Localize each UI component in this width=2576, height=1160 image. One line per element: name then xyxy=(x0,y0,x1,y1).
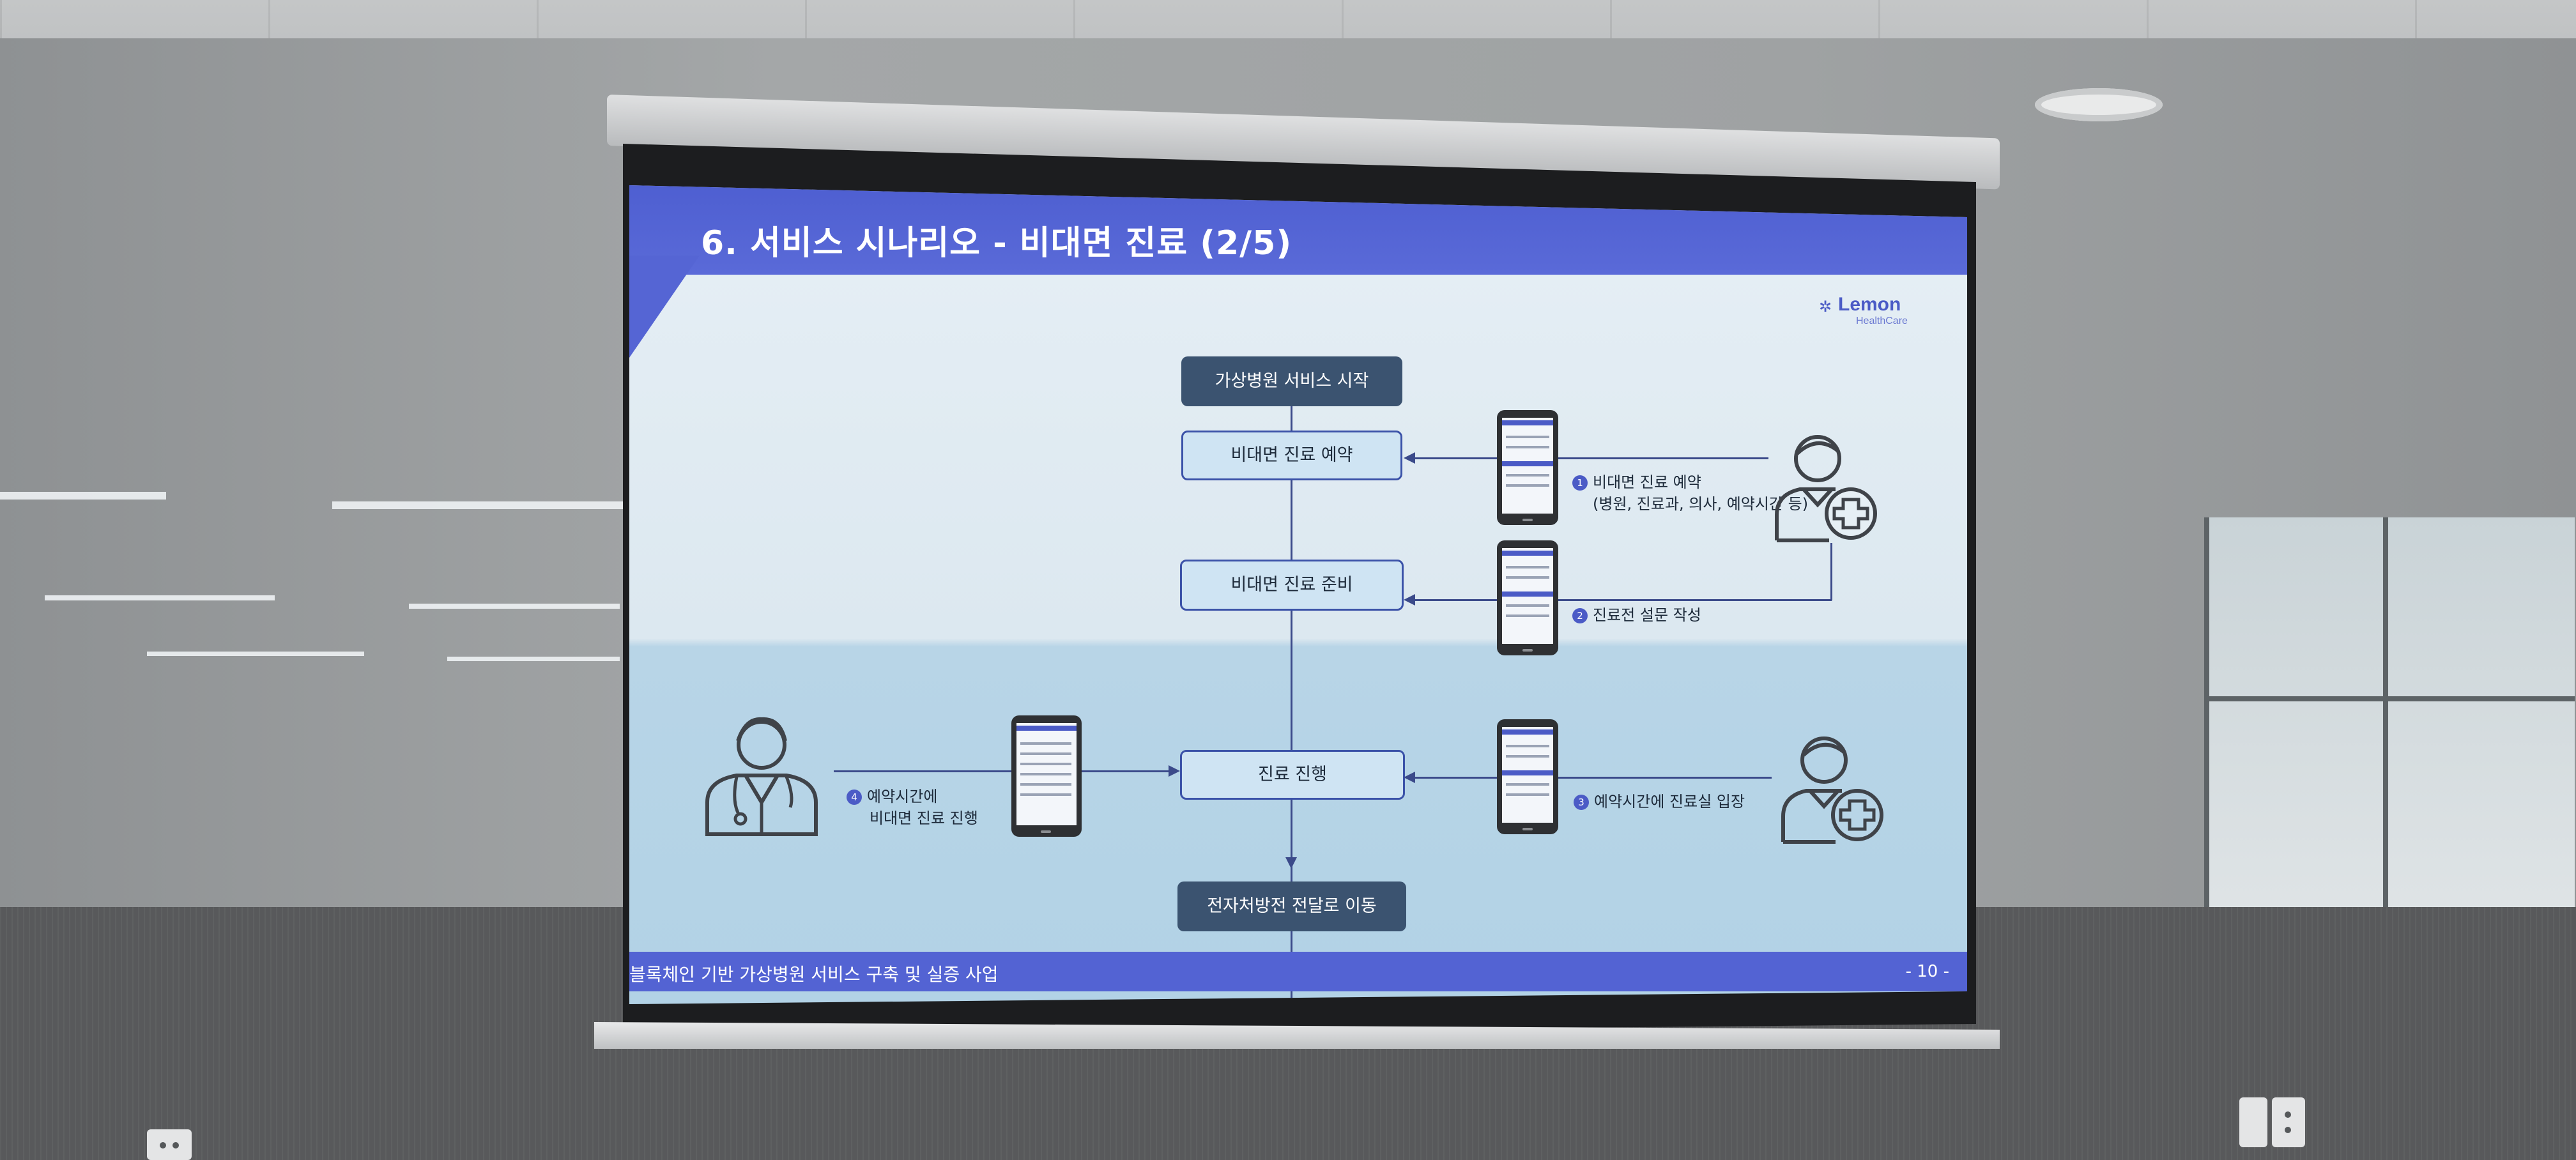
ceiling-light-reflection xyxy=(332,501,626,509)
slide-footer: 블록체인 기반 가상병원 서비스 구축 및 실증 사업 - 10 - xyxy=(629,952,1967,991)
flow-node-prepare: 비대면 진료 준비 xyxy=(1180,560,1404,611)
logo-name: Lemon xyxy=(1838,294,1901,315)
arrow-prepare-head xyxy=(1404,594,1415,606)
smartphone-icon xyxy=(1497,410,1558,525)
slide-title: 6. 서비스 시나리오 - 비대면 진료 (2/5) xyxy=(701,224,1292,263)
flow-arrowhead xyxy=(1285,857,1297,869)
arrow-prepare-vertical xyxy=(1830,543,1832,600)
arrow-doctor-head xyxy=(1169,765,1180,777)
arrow-reserve xyxy=(1414,457,1768,459)
patient-icon xyxy=(1775,435,1877,542)
patient-icon xyxy=(1781,736,1883,844)
presentation-slide: 6. 서비스 시나리오 - 비대면 진료 (2/5) ✲ Lemon Healt… xyxy=(629,185,1967,1004)
ceiling-light-reflection xyxy=(409,604,620,609)
arrow-room-entry-head xyxy=(1404,772,1415,783)
flow-node-end: 전자처방전 전달로 이동 xyxy=(1177,881,1406,931)
flow-node-reserve: 비대면 진료 예약 xyxy=(1181,431,1402,480)
arrow-prepare xyxy=(1414,599,1832,601)
arrow-reserve-head xyxy=(1404,452,1415,464)
window xyxy=(2204,517,2575,920)
smartphone-icon xyxy=(1497,540,1558,655)
slide-header-wedge xyxy=(629,256,700,358)
flow-node-start: 가상병원 서비스 시작 xyxy=(1181,356,1402,406)
wall-outlet xyxy=(2272,1097,2305,1147)
doctor-icon xyxy=(705,717,818,836)
ceiling-light-reflection xyxy=(45,595,275,600)
wall-outlet xyxy=(147,1129,192,1160)
page-number: - 10 - xyxy=(1905,962,1949,981)
arrow-doctor xyxy=(834,770,1169,772)
ceiling-vent xyxy=(2035,88,2163,121)
ceiling-light-reflection xyxy=(447,657,620,661)
smartphone-icon xyxy=(1011,715,1082,837)
light-switch xyxy=(2239,1097,2267,1147)
lemon-logo-icon: ✲ xyxy=(1819,298,1832,316)
company-logo: ✲ Lemon HealthCare xyxy=(1819,294,1908,327)
ceiling-light-reflection xyxy=(0,492,166,500)
flow-connector xyxy=(1291,399,1292,1004)
arrow-room-entry xyxy=(1414,777,1772,779)
flow-node-proceed: 진료 진행 xyxy=(1180,750,1405,800)
logo-subtitle: HealthCare xyxy=(1856,316,1908,326)
ceiling-light-reflection xyxy=(147,652,364,656)
smartphone-icon xyxy=(1497,719,1558,834)
footer-text: 블록체인 기반 가상병원 서비스 구축 및 실증 사업 xyxy=(629,964,999,985)
